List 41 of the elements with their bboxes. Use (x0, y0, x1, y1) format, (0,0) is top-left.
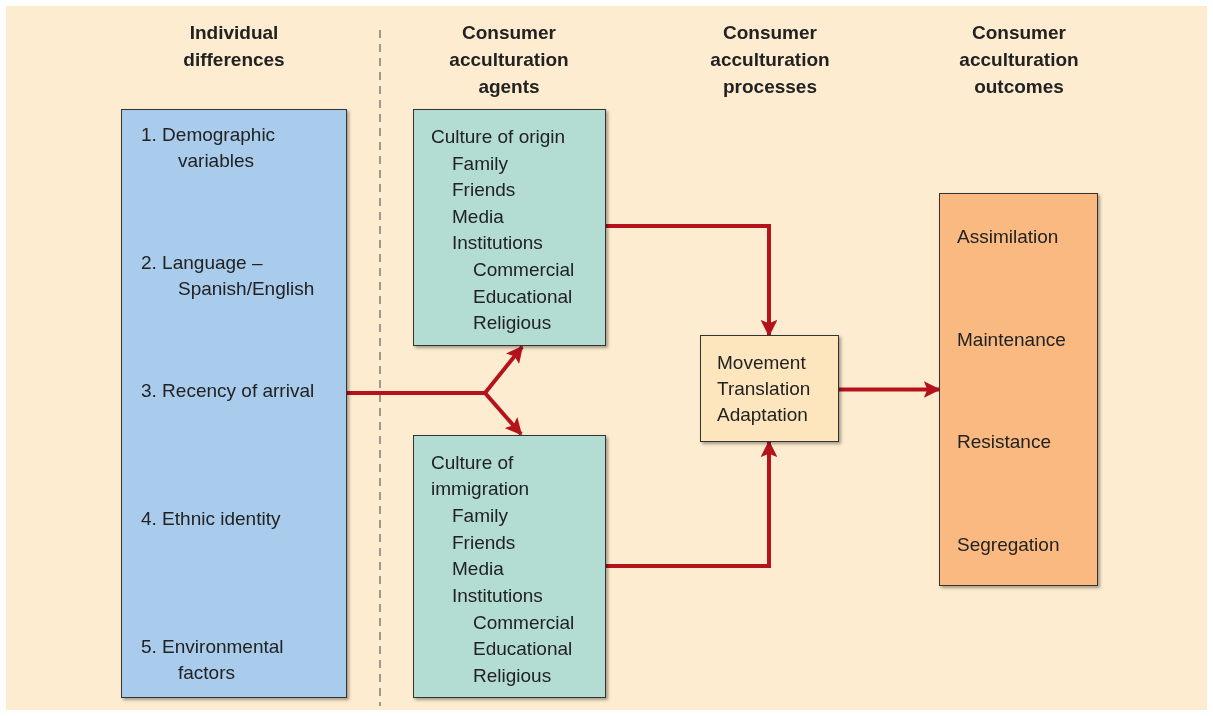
box-text: Family (452, 151, 509, 176)
box-text: Educational (473, 637, 574, 662)
box-text: Media (452, 204, 505, 229)
outcome-label: Resistance (957, 430, 1052, 454)
process-box (700, 335, 839, 442)
box-text: Commercial (473, 610, 576, 635)
box-text: Institutions (452, 584, 544, 608)
list-item: 4. Ethnic identity (141, 507, 282, 531)
column-heading: Consumer acculturation outcomes (958, 21, 1080, 99)
column-heading: Consumer acculturation agents (448, 21, 570, 99)
box-text: Educational (473, 284, 574, 309)
outcome-box (939, 193, 1098, 586)
list-item: 1. Demographic variables (141, 123, 277, 173)
column-heading: Consumer acculturation processes (709, 21, 831, 99)
box-text: Adaptation (717, 403, 809, 427)
box-text: Culture of immigration (431, 451, 531, 501)
column-heading: Individual differences (182, 21, 286, 72)
box-text: Religious (473, 311, 553, 336)
box-text: Family (452, 504, 509, 529)
outcome-label: Assimilation (957, 225, 1060, 249)
outcome-label: Segregation (957, 532, 1061, 557)
agents-box (413, 109, 606, 346)
arrow (839, 381, 941, 398)
box-text: Movement (717, 351, 807, 375)
list-item: 2. Language – Spanish/English (141, 251, 316, 301)
list-item: 3. Recency of arrival (141, 379, 316, 403)
box-text: Friends (452, 178, 517, 203)
arrow (605, 440, 778, 568)
box-text: Translation (717, 377, 812, 401)
box-text: Commercial (473, 258, 576, 282)
factor-list-box (121, 109, 347, 698)
box-text: Culture of origin (431, 125, 567, 149)
arrow (347, 391, 523, 436)
box-text: Religious (473, 663, 553, 688)
box-text: Friends (452, 530, 517, 555)
box-text: Media (452, 557, 505, 582)
list-item: 5. Environmental factors (141, 635, 285, 685)
arrow (605, 224, 778, 337)
box-text: Institutions (452, 231, 544, 256)
outcome-label: Maintenance (957, 327, 1067, 352)
agents-box (413, 435, 606, 698)
